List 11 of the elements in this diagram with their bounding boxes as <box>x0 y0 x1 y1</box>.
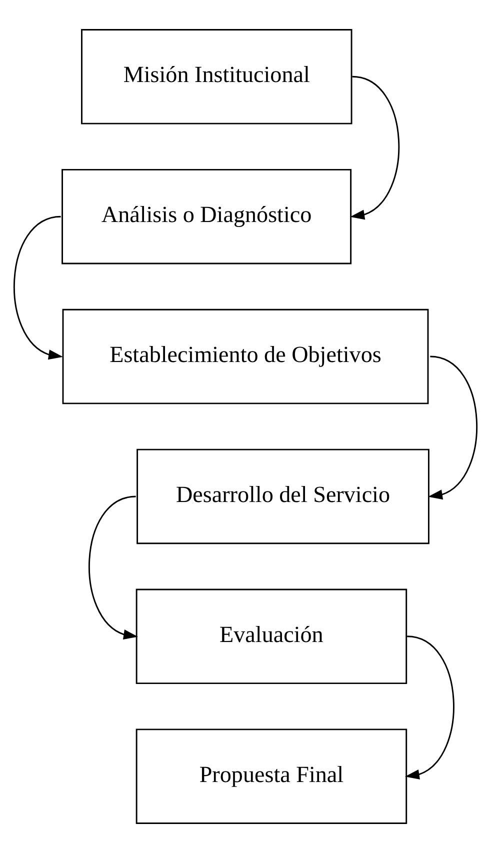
node-box: Evaluación <box>136 588 408 684</box>
node-box: Desarrollo del Servicio <box>136 448 430 544</box>
arrow <box>404 635 454 779</box>
arrow <box>350 75 400 220</box>
node-box: Propuesta Final <box>136 728 408 824</box>
arrow <box>88 495 138 640</box>
node-box: Establecimiento de Objetivos <box>62 308 429 404</box>
arrow <box>428 355 478 500</box>
node-box: Análisis o Diagnóstico <box>62 168 352 264</box>
node-box: Misión Institucional <box>81 28 352 124</box>
arrow <box>14 215 63 360</box>
